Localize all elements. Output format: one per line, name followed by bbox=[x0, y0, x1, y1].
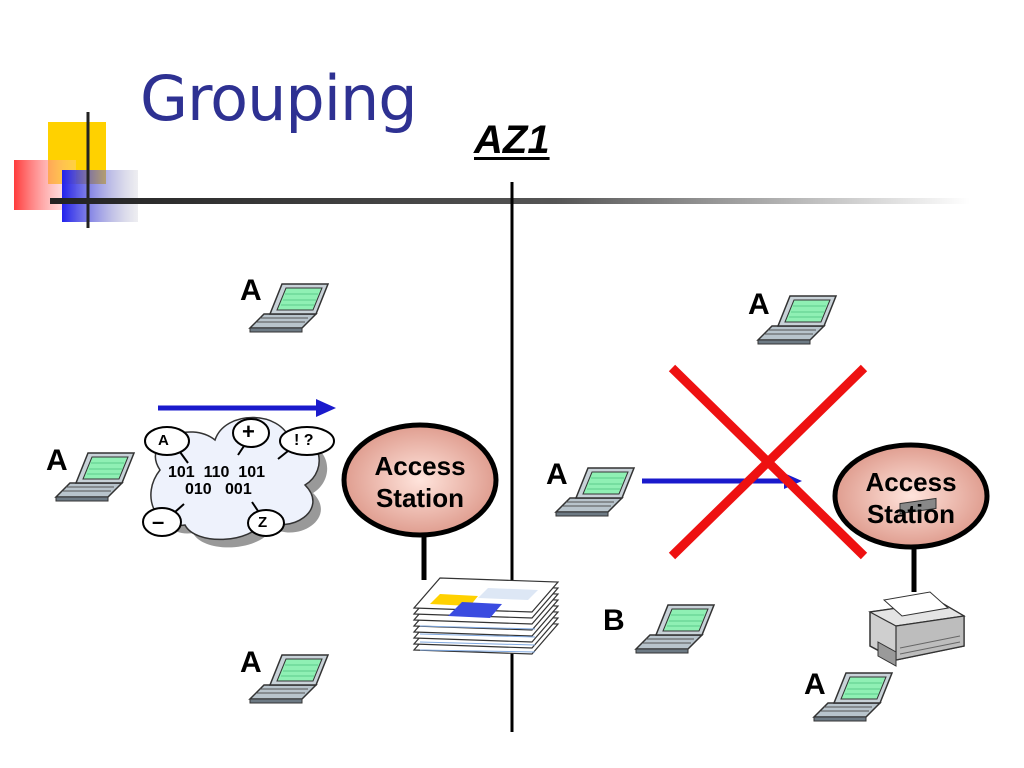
laptop-icon bbox=[635, 604, 715, 654]
laptop-icon bbox=[249, 283, 329, 333]
cloud-bubble-text: A bbox=[158, 432, 169, 449]
laptop-icon bbox=[757, 295, 837, 345]
header-rule bbox=[50, 198, 970, 204]
laptop-label: A bbox=[240, 646, 262, 679]
cloud-bits: 101 110 101 bbox=[168, 464, 265, 481]
laptop-icon bbox=[249, 654, 329, 704]
printer-icon bbox=[868, 497, 966, 667]
laptop-label: A bbox=[546, 458, 568, 491]
access-station-right bbox=[832, 442, 990, 550]
data-cloud bbox=[142, 416, 335, 548]
slide-title: Grouping bbox=[140, 62, 418, 135]
laptop-label: A bbox=[46, 444, 68, 477]
cloud-bubble-text: + bbox=[242, 419, 255, 444]
decor-squares bbox=[14, 112, 138, 228]
access-station-left bbox=[341, 422, 499, 538]
access-station-line: Station bbox=[375, 483, 465, 513]
access-station-label: Access Station bbox=[835, 466, 987, 530]
laptop-icon bbox=[55, 452, 135, 502]
laptop-label: A bbox=[804, 668, 826, 701]
cloud-bits: 010 001 bbox=[185, 481, 252, 498]
access-station-line: Access bbox=[865, 467, 957, 497]
laptop-label: A bbox=[240, 274, 262, 307]
cloud-bubble-text: Z bbox=[258, 514, 268, 531]
transmission-arrow bbox=[158, 399, 336, 417]
cloud-bubble-text: ! ? bbox=[294, 432, 314, 449]
laptop-label: B bbox=[603, 604, 625, 637]
access-station-line: Station bbox=[866, 499, 956, 529]
document-stack-icon bbox=[412, 577, 560, 655]
access-station-label: Access Station bbox=[344, 450, 496, 514]
laptop-icon bbox=[813, 672, 893, 722]
cloud-bubble-text: – bbox=[152, 509, 165, 534]
zone-label: AZ1 bbox=[474, 118, 550, 162]
laptop-icon bbox=[555, 467, 635, 517]
laptop-label: A bbox=[748, 288, 770, 321]
access-station-line: Access bbox=[374, 451, 466, 481]
blocked-cross-icon bbox=[668, 364, 868, 560]
